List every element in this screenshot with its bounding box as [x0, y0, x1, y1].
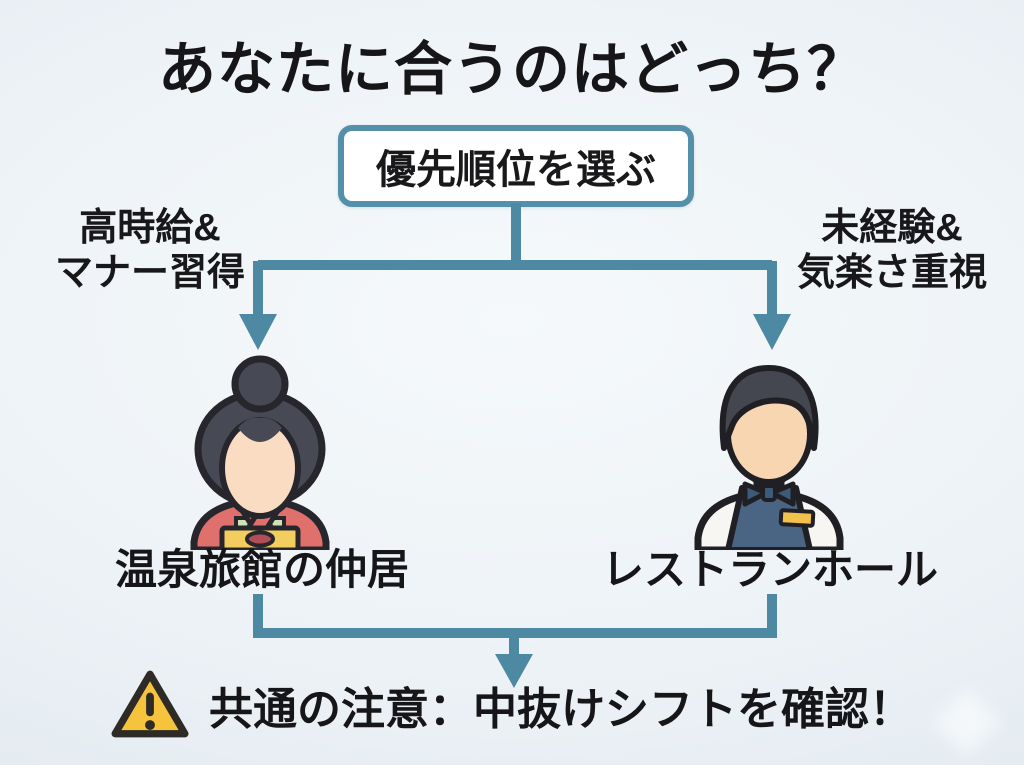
footer-caution: 共通の注意：中抜けシフトを確認！: [0, 668, 1024, 742]
page-title: あなたに合うのはどっち？: [157, 37, 866, 102]
left-result-label: 温泉旅館の仲居: [114, 546, 409, 593]
top-connector-path: [253, 203, 777, 318]
right-condition-line1: 未経験&: [821, 207, 963, 249]
kimono-attendant-icon: [190, 355, 330, 550]
footer-caution-text: 共通の注意：中抜けシフトを確認！: [209, 685, 913, 734]
right-branch-condition: 未経験& 気楽さ重視: [768, 206, 1016, 296]
right-result-label: レストランホール: [601, 546, 938, 593]
decision-box-label: 優先順位を選ぶ: [376, 148, 656, 192]
left-condition-line2: マナー習得: [54, 251, 245, 294]
left-arrowhead-icon: [239, 314, 277, 350]
left-branch-condition: 高時給& マナー習得: [24, 206, 276, 296]
waiter-icon: [694, 365, 844, 550]
warning-triangle-icon: [111, 670, 189, 738]
bottom-connector-path: [253, 594, 777, 658]
right-arrowhead-icon: [753, 314, 791, 350]
right-condition-line2: 気楽さ重視: [796, 251, 987, 294]
left-condition-line1: 高時給&: [79, 207, 221, 249]
decision-box: 優先順位を選ぶ: [338, 125, 694, 207]
